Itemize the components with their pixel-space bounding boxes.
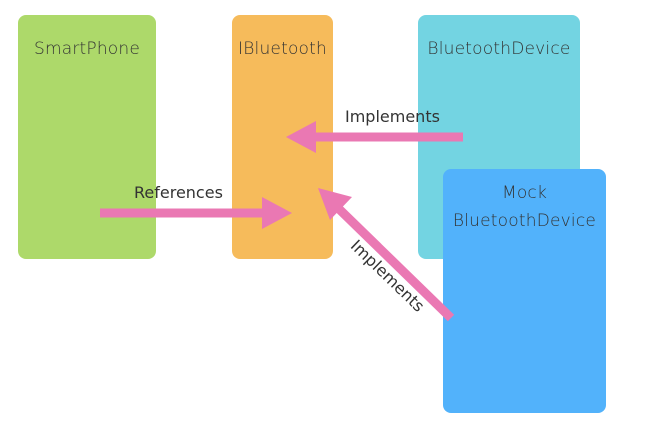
smartphone-title: SmartPhone (33, 39, 141, 59)
ibluetooth-title: IBluetooth (237, 39, 327, 59)
mock-bluetooth-device-box: Mock BluetoothDevice (443, 169, 606, 413)
implements-label-1: Implements (345, 107, 440, 126)
mock-device-title-line2: BluetoothDevice (452, 211, 597, 231)
references-label: References (134, 183, 223, 202)
smartphone-box: SmartPhone (18, 15, 156, 259)
mock-device-title-line1: Mock (501, 183, 548, 203)
implements-label-2: Implements (346, 236, 429, 316)
bluetooth-device-title: BluetoothDevice (427, 39, 571, 59)
ibluetooth-box: IBluetooth (232, 15, 333, 259)
